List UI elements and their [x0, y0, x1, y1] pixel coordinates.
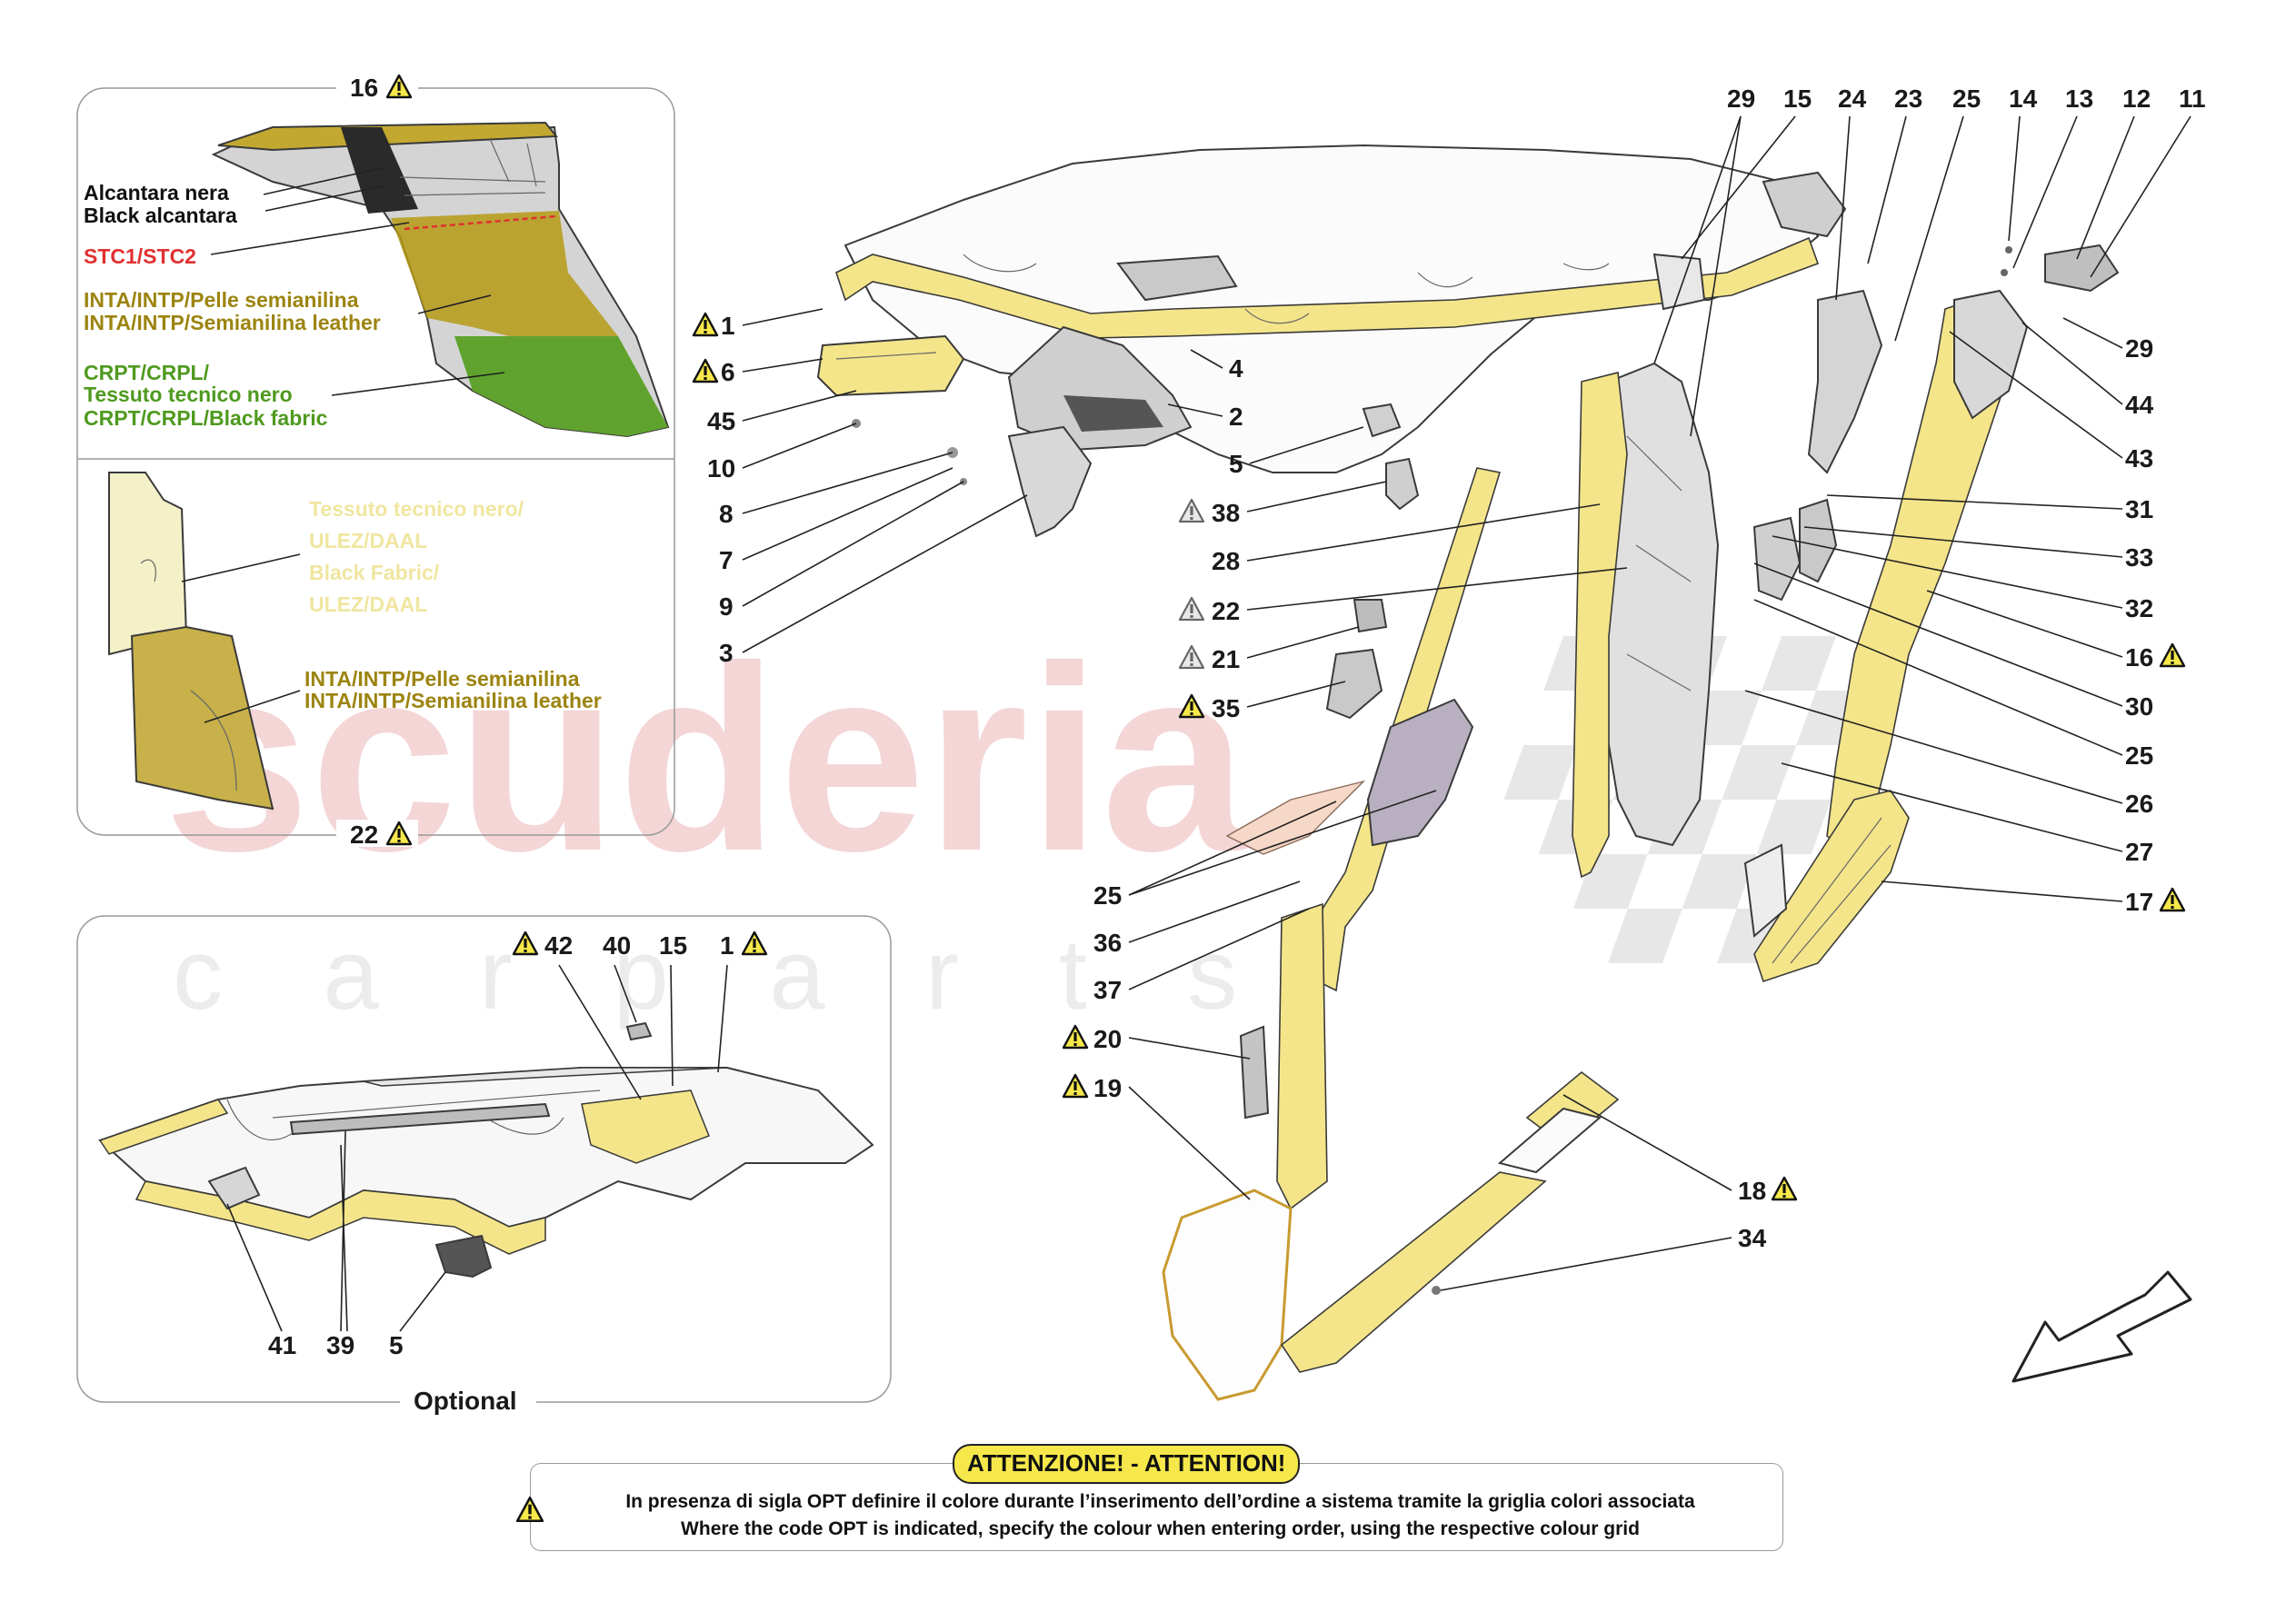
callout-29-right: 29 [2125, 334, 2153, 363]
main-exploded-view [816, 144, 2192, 1401]
alcantara-label-it: Alcantara nera [84, 181, 229, 204]
callout-19: 19 [1093, 1074, 1122, 1102]
callout-38: 38 [1212, 499, 1240, 527]
callout-34: 34 [1738, 1224, 1767, 1252]
callout-12: 12 [2122, 85, 2151, 113]
watermark-brand: scuderia [164, 612, 1250, 906]
alcantara-label-en: Black alcantara [84, 204, 237, 227]
callout-28: 28 [1212, 547, 1240, 575]
callout-10: 10 [707, 454, 735, 483]
direction-arrow-icon [2011, 1270, 2192, 1383]
inset-top-part-number: 16 [350, 74, 378, 102]
callout-43: 43 [2125, 444, 2153, 473]
callout-1: 1 [721, 312, 735, 340]
callout-20: 20 [1093, 1025, 1122, 1053]
optional-label-40: 40 [603, 931, 631, 960]
attention-text-italian: In presenza di sigla OPT definire il col… [625, 1491, 1695, 1512]
callout-7: 7 [719, 546, 734, 574]
callout-13: 13 [2065, 85, 2093, 113]
callout-30: 30 [2125, 692, 2153, 721]
inset-optional: Optional 42 40 15 1 41 39 5 [76, 915, 892, 1417]
headliner-optional-drawing [98, 1021, 874, 1279]
callout-31: 31 [2125, 495, 2153, 523]
callout-25-left: 25 [1093, 881, 1122, 910]
callout-23: 23 [1894, 85, 1922, 113]
callout-33: 33 [2125, 543, 2153, 572]
warning-icon [515, 1496, 544, 1523]
callout-9: 9 [719, 592, 734, 621]
callout-18: 18 [1738, 1177, 1766, 1205]
callout-17: 17 [2125, 888, 2153, 916]
callout-45: 45 [707, 407, 735, 435]
pale-label-3: Black Fabric/ [309, 561, 440, 584]
callout-37: 37 [1093, 976, 1122, 1004]
callout-44: 44 [2125, 391, 2154, 419]
optional-label-42: 42 [544, 931, 573, 960]
pillar-trim-drawing [211, 121, 670, 438]
callout-11: 11 [2179, 85, 2206, 113]
callout-22: 22 [1212, 597, 1240, 625]
callout-8: 8 [719, 500, 734, 528]
callout-25-right: 25 [2125, 741, 2153, 770]
fabric-label-3: CRPT/CRPL/Black fabric [84, 406, 328, 430]
optional-label-1: 1 [720, 931, 734, 960]
attention-title: ATTENZIONE! - ATTENTION! [953, 1444, 1301, 1484]
optional-label-41: 41 [268, 1331, 296, 1359]
callout-24: 24 [1838, 85, 1867, 113]
callout-5: 5 [1229, 450, 1243, 478]
optional-label-39: 39 [326, 1331, 354, 1359]
callout-4: 4 [1229, 354, 1243, 383]
callout-29-top: 29 [1727, 85, 1755, 113]
fabric-label-2: Tessuto tecnico nero [84, 383, 293, 406]
lower-pillar-drawing [108, 472, 275, 811]
optional-label-15: 15 [659, 931, 687, 960]
leather2-label-it: INTA/INTP/Pelle semianilina [304, 667, 580, 691]
leather-label-it: INTA/INTP/Pelle semianilina [84, 288, 359, 312]
callout-26: 26 [2125, 790, 2153, 818]
callout-35: 35 [1212, 694, 1240, 722]
pale-label-2: ULEZ/DAAL [309, 529, 427, 552]
inset-bottom-part-number: 22 [350, 821, 378, 849]
callout-3: 3 [719, 639, 734, 667]
pale-label-4: ULEZ/DAAL [309, 592, 427, 616]
callout-2: 2 [1229, 403, 1243, 431]
optional-caption: Optional [414, 1387, 517, 1415]
callouts: 1 6 45 10 8 7 9 3 4 2 5 38 28 22 21 35 2… [692, 85, 2206, 1291]
pale-label-1: Tessuto tecnico nero/ [309, 497, 524, 521]
callout-21: 21 [1212, 645, 1240, 673]
optional-label-5: 5 [389, 1331, 404, 1359]
leather-label-en: INTA/INTP/Semianilina leather [84, 311, 381, 334]
callout-27: 27 [2125, 838, 2153, 866]
watermark-sub: c a r p a r t s [173, 919, 1273, 1030]
callout-36: 36 [1093, 929, 1122, 957]
stc-label: STC1/STC2 [84, 244, 196, 268]
fabric-label-1: CRPT/CRPL/ [84, 361, 210, 384]
inset-trim-colours: 16 22 Alcantara nera Black alcantara STC… [76, 74, 675, 849]
callout-32: 32 [2125, 594, 2153, 622]
callout-6: 6 [721, 358, 735, 386]
callout-25-top: 25 [1952, 85, 1981, 113]
leather2-label-en: INTA/INTP/Semianilina leather [304, 689, 602, 712]
callout-14: 14 [2009, 85, 2038, 113]
callout-16-right: 16 [2125, 643, 2153, 672]
attention-text-english: Where the code OPT is indicated, specify… [681, 1518, 1640, 1539]
callout-15-top: 15 [1783, 85, 1812, 113]
